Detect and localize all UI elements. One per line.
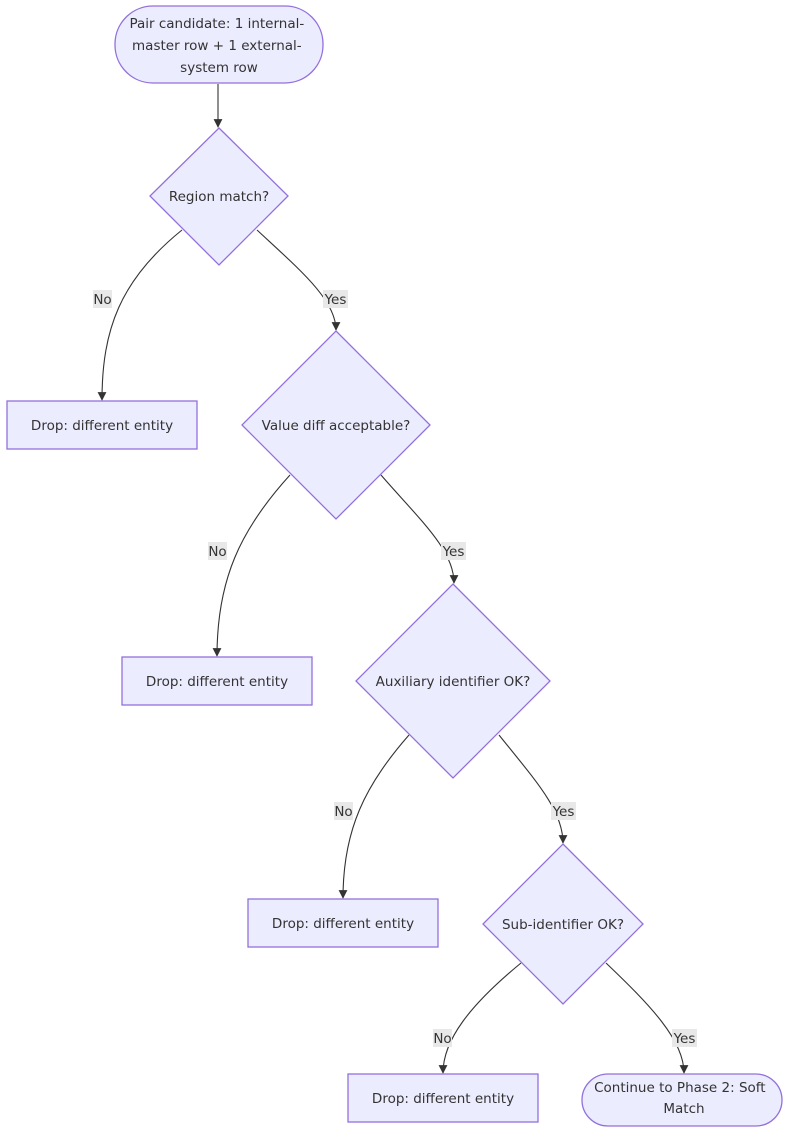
edge-sub-no xyxy=(438,962,522,1074)
edge-region-no xyxy=(97,229,183,401)
edges xyxy=(97,84,689,1074)
drop-node-1: Drop: different entity xyxy=(6,400,198,450)
edge-label-value-no: No xyxy=(208,544,226,560)
edge-sub-yes xyxy=(605,962,689,1074)
decision-region-match: Region match? xyxy=(149,127,289,266)
drop-node-4-label: Drop: different entity xyxy=(372,1091,514,1107)
drop-node-2-label: Drop: different entity xyxy=(146,674,288,690)
edge-label-region-yes: Yes xyxy=(324,292,347,308)
edge-label-value-yes: Yes xyxy=(442,544,465,560)
svg-text:Continue to Phase 2: Soft: Continue to Phase 2: Soft Match xyxy=(594,1080,770,1117)
edge-label-region-no: No xyxy=(93,292,111,308)
drop-node-4: Drop: different entity xyxy=(347,1073,539,1123)
edge-label-aux-no: No xyxy=(334,804,352,820)
edge-aux-no xyxy=(338,734,410,899)
decision-sub-identifier: Sub-identifier OK? xyxy=(482,843,644,1005)
edge-label-sub-yes: Yes xyxy=(673,1031,696,1047)
edge-aux-yes xyxy=(498,734,568,844)
node-start-line-2: master row + 1 external- xyxy=(132,38,302,54)
svg-text:Pair candidate: 1 internal-: Pair candidate: 1 internal- master row +… xyxy=(129,16,308,76)
node-start-line-3: system row xyxy=(180,60,258,76)
decision-value-diff: Value diff acceptable? xyxy=(241,330,431,520)
node-start: Pair candidate: 1 internal- master row +… xyxy=(114,5,324,84)
edge-value-yes xyxy=(380,474,459,584)
edge-value-no xyxy=(212,474,291,657)
drop-node-2: Drop: different entity xyxy=(121,656,313,706)
decision-region-match-label: Region match? xyxy=(169,189,269,205)
edge-label-aux-yes: Yes xyxy=(552,804,575,820)
edge-label-sub-no: No xyxy=(433,1031,451,1047)
node-continue-phase-2: Continue to Phase 2: Soft Match xyxy=(581,1073,783,1127)
drop-node-3: Drop: different entity xyxy=(247,898,439,948)
node-continue-line-1: Continue to Phase 2: Soft xyxy=(594,1080,766,1096)
node-start-line-1: Pair candidate: 1 internal- xyxy=(129,16,304,32)
drop-node-1-label: Drop: different entity xyxy=(31,418,173,434)
decision-sub-identifier-label: Sub-identifier OK? xyxy=(502,917,624,933)
decision-value-diff-label: Value diff acceptable? xyxy=(262,418,411,434)
drop-node-3-label: Drop: different entity xyxy=(272,916,414,932)
node-continue-line-2: Match xyxy=(663,1101,704,1117)
decision-auxiliary-identifier-label: Auxiliary identifier OK? xyxy=(376,674,531,690)
edge-region-yes xyxy=(256,229,341,331)
decision-auxiliary-identifier: Auxiliary identifier OK? xyxy=(355,583,551,779)
edge-labels: No Yes No Yes No Yes No Yes xyxy=(93,290,697,1047)
